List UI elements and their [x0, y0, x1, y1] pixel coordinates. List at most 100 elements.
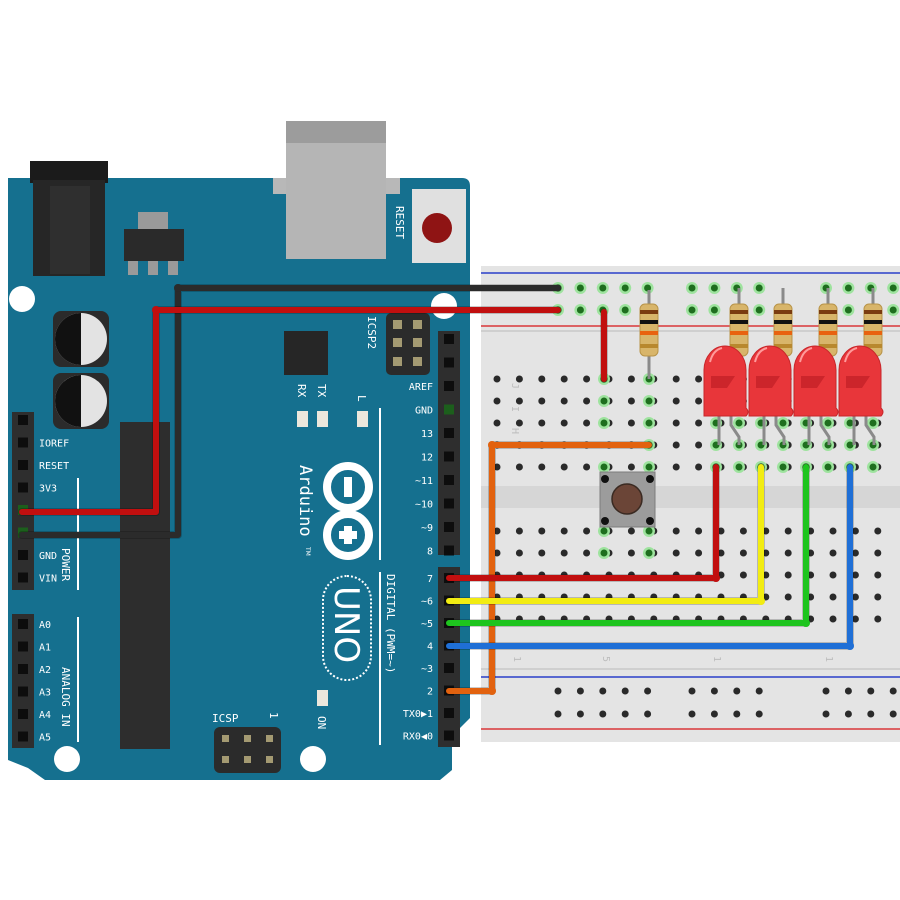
digital-pin[interactable] — [444, 475, 454, 485]
breadboard-hole[interactable] — [515, 419, 523, 427]
breadboard-hole[interactable] — [784, 571, 792, 579]
breadboard-hole[interactable] — [538, 397, 546, 405]
breadboard-hole[interactable] — [672, 375, 680, 383]
breadboard-hole[interactable] — [717, 527, 725, 535]
breadboard-hole[interactable] — [538, 527, 546, 535]
breadboard-hole[interactable] — [627, 397, 635, 405]
rail-hole[interactable] — [867, 710, 875, 718]
breadboard-hole[interactable] — [739, 527, 747, 535]
breadboard-hole[interactable] — [493, 419, 501, 427]
rail-hole[interactable] — [889, 687, 897, 695]
breadboard-hole[interactable] — [493, 527, 501, 535]
rail-hole[interactable] — [844, 710, 852, 718]
pushbutton-cap[interactable] — [611, 483, 643, 515]
digital-pin[interactable] — [444, 663, 454, 673]
rail-hole[interactable] — [755, 687, 763, 695]
rail-hole[interactable] — [576, 306, 584, 314]
rail-hole[interactable] — [710, 687, 718, 695]
breadboard-hole[interactable] — [515, 463, 523, 471]
breadboard-hole[interactable] — [762, 549, 770, 557]
breadboard-hole[interactable] — [515, 397, 523, 405]
breadboard-hole[interactable] — [515, 549, 523, 557]
rail-hole[interactable] — [688, 710, 696, 718]
breadboard-hole[interactable] — [493, 549, 501, 557]
breadboard-hole[interactable] — [762, 527, 770, 535]
rail-hole[interactable] — [576, 710, 584, 718]
breadboard-hole[interactable] — [829, 615, 837, 623]
breadboard-hole[interactable] — [538, 463, 546, 471]
analog-pin[interactable] — [18, 731, 28, 742]
breadboard-hole[interactable] — [493, 397, 501, 405]
breadboard-hole[interactable] — [493, 375, 501, 383]
breadboard-hole[interactable] — [762, 571, 770, 579]
breadboard-hole[interactable] — [538, 549, 546, 557]
breadboard-hole[interactable] — [695, 397, 703, 405]
breadboard-hole[interactable] — [717, 549, 725, 557]
breadboard-hole[interactable] — [583, 527, 591, 535]
breadboard-hole[interactable] — [695, 441, 703, 449]
rail-hole[interactable] — [599, 710, 607, 718]
analog-pin[interactable] — [18, 686, 28, 697]
breadboard-hole[interactable] — [874, 615, 882, 623]
rail-hole[interactable] — [733, 710, 741, 718]
breadboard-hole[interactable] — [695, 419, 703, 427]
breadboard-hole[interactable] — [627, 463, 635, 471]
rail-hole[interactable] — [576, 284, 584, 292]
breadboard-hole[interactable] — [851, 527, 859, 535]
breadboard-hole[interactable] — [829, 549, 837, 557]
rail-hole[interactable] — [889, 710, 897, 718]
power-pin[interactable] — [18, 415, 28, 425]
breadboard-hole[interactable] — [829, 571, 837, 579]
breadboard-hole[interactable] — [515, 527, 523, 535]
breadboard-hole[interactable] — [672, 549, 680, 557]
breadboard-hole[interactable] — [851, 615, 859, 623]
breadboard-hole[interactable] — [560, 463, 568, 471]
wire-gnd-black[interactable] — [19, 285, 561, 538]
rail-hole[interactable] — [644, 710, 652, 718]
rail-hole[interactable] — [599, 687, 607, 695]
power-pin[interactable] — [18, 550, 28, 560]
breadboard-hole[interactable] — [627, 419, 635, 427]
breadboard-hole[interactable] — [560, 397, 568, 405]
power-pin[interactable] — [18, 482, 28, 493]
power-pin[interactable] — [18, 437, 28, 448]
breadboard-hole[interactable] — [874, 571, 882, 579]
breadboard-hole[interactable] — [784, 593, 792, 601]
breadboard-hole[interactable] — [627, 375, 635, 383]
digital-pin[interactable] — [444, 451, 454, 462]
rail-hole[interactable] — [867, 687, 875, 695]
breadboard-hole[interactable] — [538, 419, 546, 427]
breadboard-hole[interactable] — [695, 527, 703, 535]
analog-pin[interactable] — [18, 664, 28, 674]
rail-hole[interactable] — [822, 710, 830, 718]
breadboard-hole[interactable] — [739, 571, 747, 579]
breadboard-hole[interactable] — [695, 375, 703, 383]
breadboard-hole[interactable] — [538, 375, 546, 383]
breadboard-hole[interactable] — [560, 375, 568, 383]
breadboard-hole[interactable] — [493, 463, 501, 471]
rail-hole[interactable] — [554, 710, 562, 718]
rail-hole[interactable] — [688, 284, 696, 292]
rail-hole[interactable] — [755, 306, 763, 314]
digital-pin[interactable] — [444, 708, 454, 718]
rail-hole[interactable] — [755, 284, 763, 292]
rail-hole[interactable] — [599, 284, 607, 292]
rail-hole[interactable] — [844, 284, 852, 292]
breadboard-hole[interactable] — [851, 571, 859, 579]
breadboard-hole[interactable] — [627, 549, 635, 557]
rail-hole[interactable] — [644, 284, 652, 292]
breadboard-hole[interactable] — [695, 463, 703, 471]
analog-pin[interactable] — [18, 709, 28, 719]
breadboard-hole[interactable] — [784, 549, 792, 557]
breadboard-hole[interactable] — [627, 527, 635, 535]
rail-hole[interactable] — [554, 687, 562, 695]
rail-hole[interactable] — [710, 710, 718, 718]
breadboard-hole[interactable] — [583, 463, 591, 471]
pushbutton[interactable] — [599, 471, 656, 528]
breadboard-hole[interactable] — [784, 527, 792, 535]
digital-pin[interactable] — [444, 730, 454, 741]
breadboard-hole[interactable] — [672, 463, 680, 471]
breadboard-hole[interactable] — [560, 549, 568, 557]
breadboard-hole[interactable] — [560, 527, 568, 535]
digital-pin[interactable] — [444, 545, 454, 556]
